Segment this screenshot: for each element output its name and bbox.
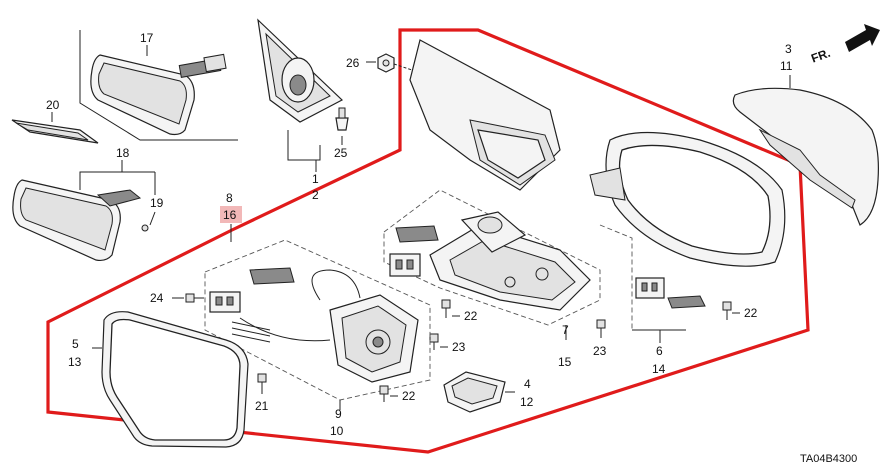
callout-2: 2 <box>312 188 319 202</box>
callout-12: 12 <box>520 395 534 409</box>
clip-25-part[interactable] <box>335 107 349 145</box>
callout-16: 16 <box>223 208 237 222</box>
callout-26: 26 <box>346 56 360 70</box>
callout-14: 14 <box>652 362 666 376</box>
bracket-4-12-part[interactable] <box>443 371 515 413</box>
wire-terminals-part[interactable] <box>231 321 271 343</box>
rearview-mirror-18-group <box>12 160 156 262</box>
callout-13: 13 <box>68 355 82 369</box>
callout-17: 17 <box>140 31 154 45</box>
screw-22-c-part[interactable] <box>722 301 740 320</box>
callout-22-c: 22 <box>744 306 758 320</box>
direction-label: FR. <box>809 46 832 66</box>
callout-24: 24 <box>150 291 164 305</box>
rearview-mirror-17-group <box>79 30 238 141</box>
callout-5: 5 <box>72 337 79 351</box>
callout-23-b: 23 <box>593 344 607 358</box>
sensor-cover-20-part[interactable] <box>11 112 99 144</box>
callout-3: 3 <box>785 42 792 56</box>
callout-15: 15 <box>558 355 572 369</box>
screw-22-b-part[interactable] <box>379 385 398 402</box>
callout-22-a: 22 <box>464 309 478 323</box>
screw-23-b-part[interactable] <box>596 319 606 338</box>
rearview-mirror-18-part[interactable] <box>12 179 149 262</box>
mirror-cover-6-14-part[interactable] <box>589 131 786 267</box>
garnish-1-2-group <box>257 18 349 172</box>
actuator-7-15-part[interactable] <box>429 211 591 311</box>
mirror-glass-5-13-part[interactable] <box>92 311 249 448</box>
callout-4: 4 <box>524 377 531 391</box>
garnish-1-2-part[interactable] <box>257 18 344 123</box>
callout-22-b: 22 <box>402 389 416 403</box>
mirror-cover-6-14-group <box>589 131 786 343</box>
connector-9-part[interactable] <box>209 291 241 313</box>
callout-10: 10 <box>330 424 344 438</box>
callout-23-a: 23 <box>452 340 466 354</box>
screw-23-a-part[interactable] <box>429 333 448 350</box>
screw-24-part[interactable] <box>172 293 204 303</box>
nut-26-part[interactable] <box>366 53 419 73</box>
callout-8: 8 <box>226 191 233 205</box>
mirror-base-part[interactable] <box>409 39 561 191</box>
connector-7-part[interactable] <box>389 253 421 277</box>
actuator-7-15-group <box>383 189 601 340</box>
screw-21-part[interactable] <box>257 373 267 394</box>
connector-6-part[interactable] <box>635 277 665 299</box>
callout-20: 20 <box>46 98 60 112</box>
callout-19: 19 <box>150 196 164 210</box>
rearview-mirror-17-part[interactable] <box>90 53 227 136</box>
housing-cap-3-11-part[interactable] <box>732 87 879 226</box>
pad-7-part[interactable] <box>395 225 439 243</box>
callout-18: 18 <box>116 146 130 160</box>
callout-16-highlight <box>220 206 242 223</box>
diagram-code: TA04B4300 <box>800 453 857 465</box>
front-direction-indicator <box>845 24 880 52</box>
callout-1: 1 <box>312 172 319 186</box>
callout-21: 21 <box>255 399 269 413</box>
housing-cap-3-11-group <box>732 75 879 226</box>
callout-11: 11 <box>780 59 793 73</box>
pad-9-part[interactable] <box>249 267 295 285</box>
callout-7: 7 <box>562 323 569 337</box>
pad-6-part[interactable] <box>667 295 706 309</box>
highlighted-callout-8-16: 8 16 <box>220 191 242 242</box>
callout-25: 25 <box>334 146 348 160</box>
mirror-holder-9-10-part[interactable] <box>239 269 419 383</box>
front-arrow-icon <box>845 24 880 52</box>
screw-22-a-part[interactable] <box>441 299 460 318</box>
callout-9: 9 <box>335 407 342 421</box>
mirror-holder-9-10-group <box>204 239 431 410</box>
callout-6: 6 <box>656 344 663 358</box>
